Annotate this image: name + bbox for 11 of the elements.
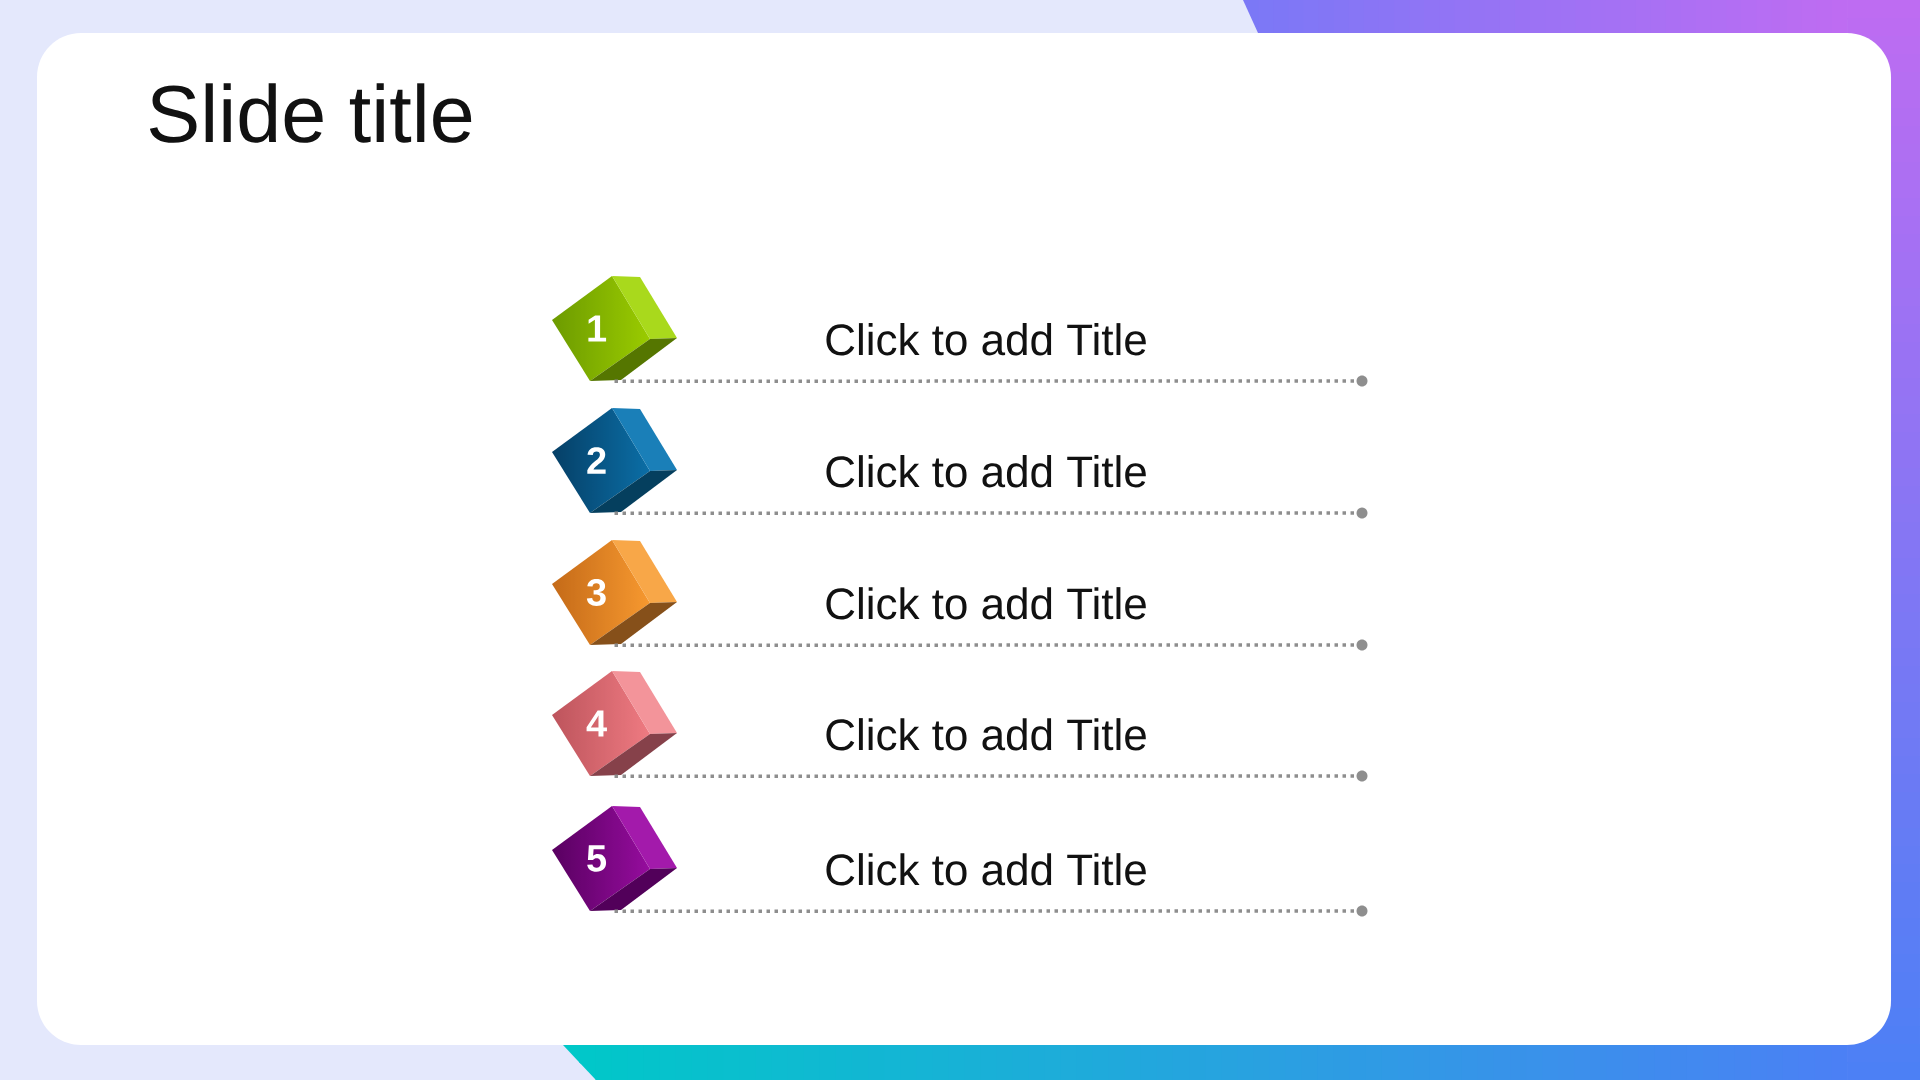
item-title: Click to add Title [826,587,1146,620]
item-title: Click to add Title [826,455,1146,488]
item-title: Click to add Title [826,323,1146,356]
dotted-line [614,379,1357,383]
item-title: Click to add Title [826,718,1146,751]
item-title: Click to add Title [826,853,1146,886]
dotted-line [614,774,1357,778]
dotted-line [614,909,1357,913]
slide-title: Slide title [149,83,472,143]
dotted-line [614,511,1357,515]
dotted-line [614,643,1357,647]
